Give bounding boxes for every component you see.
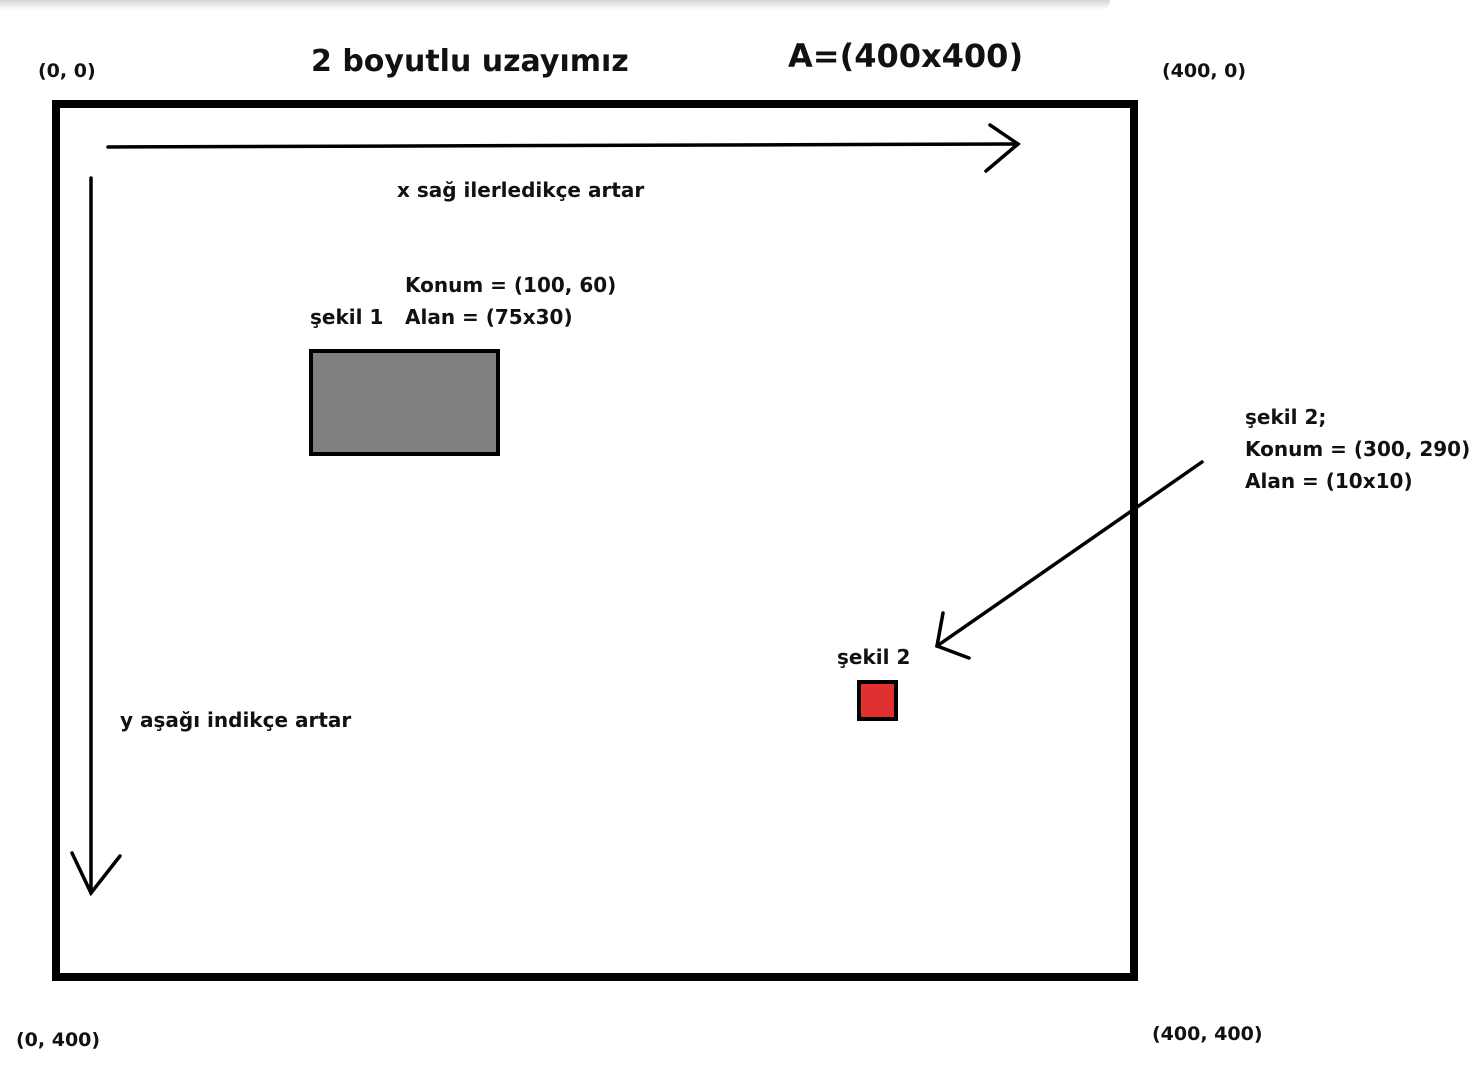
space-boundary (52, 100, 1138, 981)
diagram-title: 2 boyutlu uzayımız (311, 44, 629, 79)
corner-bottom-right: (400, 400) (1152, 1023, 1263, 1045)
shape-2-name: şekil 2 (837, 645, 911, 669)
x-axis-label: x sağ ilerledikçe artar (397, 178, 645, 202)
x-axis-arrow (106, 123, 1021, 173)
shape-2-callout-title: şekil 2; (1245, 405, 1327, 429)
top-shadow-edge (0, 0, 1110, 10)
shape-1-position: Konum = (100, 60) (405, 273, 617, 297)
shape-2-size: Alan = (10x10) (1245, 469, 1413, 493)
shape-2-info: şekil 2; Konum = (300, 290) Alan = (10x1… (1245, 401, 1470, 497)
corner-top-right: (400, 0) (1162, 60, 1247, 82)
shape-2-position: Konum = (300, 290) (1245, 437, 1471, 461)
shape-1-info: Konum = (100, 60) Alan = (75x30) (405, 269, 616, 333)
shape-1-rectangle (309, 349, 500, 456)
corner-top-left: (0, 0) (38, 60, 96, 82)
shape-1-name: şekil 1 (310, 305, 384, 329)
y-axis-arrow (70, 176, 122, 897)
callout-arrow (935, 460, 1204, 660)
shape-2-square (857, 680, 898, 721)
corner-bottom-left: (0, 400) (16, 1029, 101, 1051)
space-size-label: A=(400x400) (788, 37, 1024, 75)
y-axis-label: y aşağı indikçe artar (120, 708, 352, 732)
shape-1-size: Alan = (75x30) (405, 305, 573, 329)
